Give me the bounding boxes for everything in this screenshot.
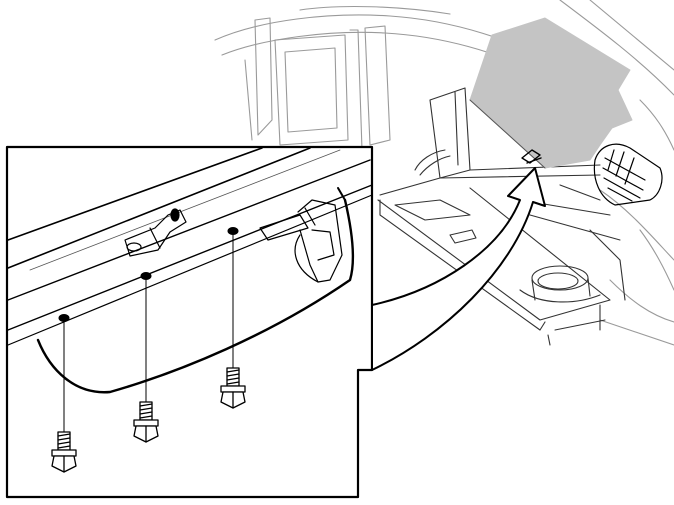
latch-bracket (124, 208, 187, 257)
air-vent (593, 143, 663, 206)
mounting-screw (51, 431, 77, 473)
glovebox-opening (377, 87, 626, 346)
pointer-arrow-icon (371, 167, 546, 371)
dashboard-outline (214, 0, 674, 346)
detail-inset-frame (5, 145, 374, 499)
screw-guide-lines (63, 234, 234, 433)
cup-holder (519, 265, 601, 303)
screw-hole (227, 227, 239, 235)
inset-detail (7, 147, 373, 473)
mounting-screw (220, 367, 246, 409)
screw-hole (140, 272, 152, 280)
screw-hole (58, 314, 70, 322)
latch-marker (521, 149, 542, 164)
side-bracket (259, 199, 343, 283)
glovebox-tub (36, 198, 355, 394)
mounting-screw (133, 401, 159, 443)
